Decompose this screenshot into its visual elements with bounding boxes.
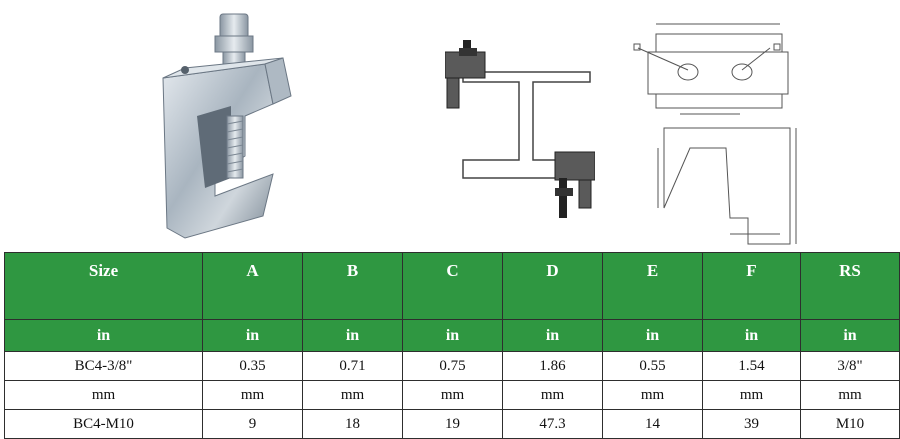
spec-table: Size A B C D E F RS in in in in in in in… [4,252,900,439]
table-cell: 47.3 [502,409,603,439]
table-cell: mm [302,380,403,410]
table-cell: in [800,319,900,352]
table-cell: in [702,319,801,352]
unit-row-mm: mm mm mm mm mm mm mm mm [4,380,900,410]
table-cell: mm [4,380,203,410]
table-cell: 1.86 [502,351,603,381]
table-cell: 1.54 [702,351,801,381]
table-cell: in [602,319,703,352]
header-b: B [302,252,403,320]
table-cell: mm [800,380,900,410]
product-images [162,13,797,245]
header-c: C [402,252,503,320]
table-cell: mm [502,380,603,410]
header-d: D [502,252,603,320]
unit-row-in: in in in in in in in in [4,319,900,352]
table-row: BC4-3/8" 0.35 0.71 0.75 1.86 0.55 1.54 3… [4,351,900,381]
beam-clamp-photo [162,13,292,239]
header-a: A [202,252,303,320]
table-cell: 3/8" [800,351,900,381]
table-cell: 39 [702,409,801,439]
header-row: Size A B C D E F RS [4,252,900,320]
installation-diagram [445,40,595,218]
table-cell: 0.71 [302,351,403,381]
table-cell: mm [402,380,503,410]
table-cell: mm [602,380,703,410]
header-rs: RS [800,252,900,320]
table-cell: BC4-M10 [4,409,203,439]
table-cell: in [202,319,303,352]
table-cell: BC4-3/8" [4,351,203,381]
table-cell: in [4,319,203,352]
table-cell: in [302,319,403,352]
header-size: Size [4,252,203,320]
table-cell: 19 [402,409,503,439]
table-cell: 0.75 [402,351,503,381]
table-cell: M10 [800,409,900,439]
table-cell: mm [702,380,801,410]
table-cell: mm [202,380,303,410]
table-cell: 0.55 [602,351,703,381]
table-cell: in [402,319,503,352]
table-cell: 9 [202,409,303,439]
table-row: BC4-M10 9 18 19 47.3 14 39 M10 [4,409,900,439]
technical-drawing [633,23,797,245]
table-cell: 14 [602,409,703,439]
header-e: E [602,252,703,320]
table-cell: in [502,319,603,352]
table-cell: 0.35 [202,351,303,381]
header-f: F [702,252,801,320]
table-cell: 18 [302,409,403,439]
